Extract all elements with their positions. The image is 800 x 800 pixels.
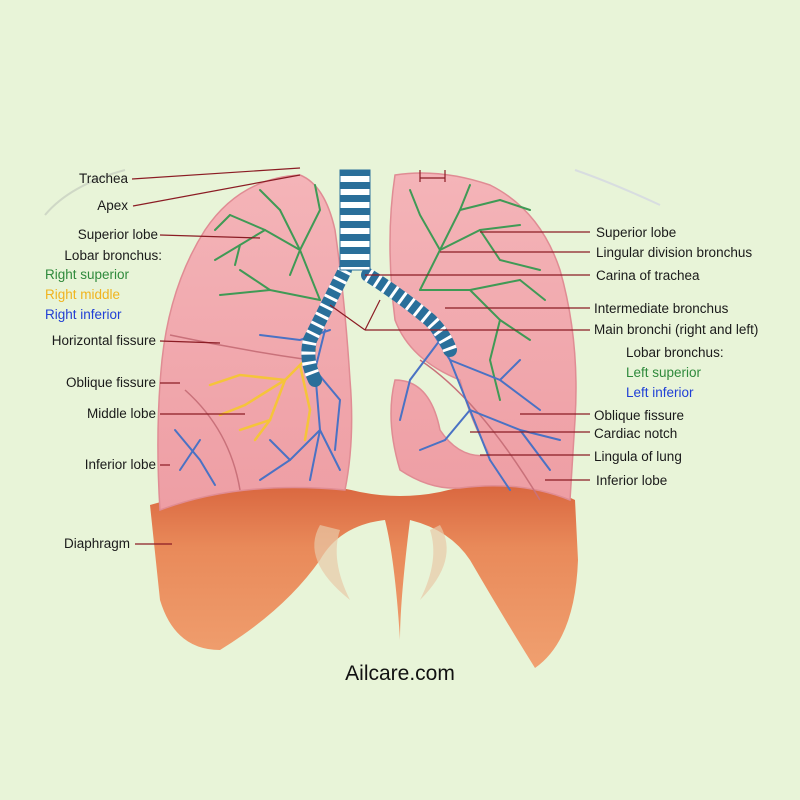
trachea-tube (340, 170, 370, 270)
left-main-bronchus-rings (364, 269, 457, 353)
label-left-superior-bronchus: Left superior (626, 365, 702, 380)
label-trachea: Trachea (78, 171, 128, 186)
watermark: Ailcare.com (345, 662, 455, 685)
background-arc-left (44, 169, 126, 216)
label-left-superior-lobe: Superior lobe (596, 225, 677, 240)
label-cardiac-notch: Cardiac notch (594, 426, 678, 441)
label-right-lobar-bronchus: Lobar bronchus: (64, 248, 162, 263)
label-main-bronchi: Main bronchi (right and left) (594, 322, 759, 337)
background-arc-right (574, 169, 661, 206)
left-lung (389, 172, 577, 502)
trachea-outline (339, 169, 371, 271)
label-middle-lobe: Middle lobe (86, 406, 156, 421)
label-left-inferior-bronchus: Left inferior (626, 385, 694, 400)
label-right-inferior-bronchus: Right inferior (45, 307, 122, 322)
left-leader-lines (131, 167, 301, 545)
right-main-bronchus (301, 263, 352, 387)
label-right-superior-lobe: Superior lobe (77, 227, 158, 242)
right-superior-bronchi (214, 184, 322, 301)
label-carina-of-trachea: Carina of trachea (596, 268, 700, 283)
label-horizontal-fissure: Horizontal fissure (51, 333, 156, 348)
diaphragm-shape (150, 483, 578, 668)
horizontal-fissure-line (169, 334, 311, 361)
right-oblique-fissure-line (184, 389, 241, 491)
label-left-lobar-bronchus: Lobar bronchus: (626, 345, 724, 360)
label-lingular-division-bronchus: Lingular division bronchus (596, 245, 753, 260)
right-leader-lines (329, 170, 590, 481)
label-right-inferior-lobe: Inferior lobe (84, 457, 156, 472)
label-right-superior-bronchus: Right superior (45, 267, 130, 282)
label-apex: Apex (97, 198, 128, 213)
label-right-middle-bronchus: Right middle (45, 287, 121, 302)
label-diaphragm: Diaphragm (63, 536, 130, 551)
label-right-oblique-fissure: Oblique fissure (65, 375, 156, 390)
label-left-oblique-fissure: Oblique fissure (594, 408, 685, 423)
left-superior-bronchi (409, 184, 546, 401)
label-left-inferior-lobe: Inferior lobe (596, 473, 668, 488)
label-lingula-of-lung: Lingula of lung (594, 449, 682, 464)
label-intermediate-bronchus: Intermediate bronchus (594, 301, 729, 316)
diaphragm-highlight-right (420, 525, 447, 600)
right-inferior-bronchi (174, 329, 342, 486)
diaphragm-highlight-left (314, 525, 350, 600)
